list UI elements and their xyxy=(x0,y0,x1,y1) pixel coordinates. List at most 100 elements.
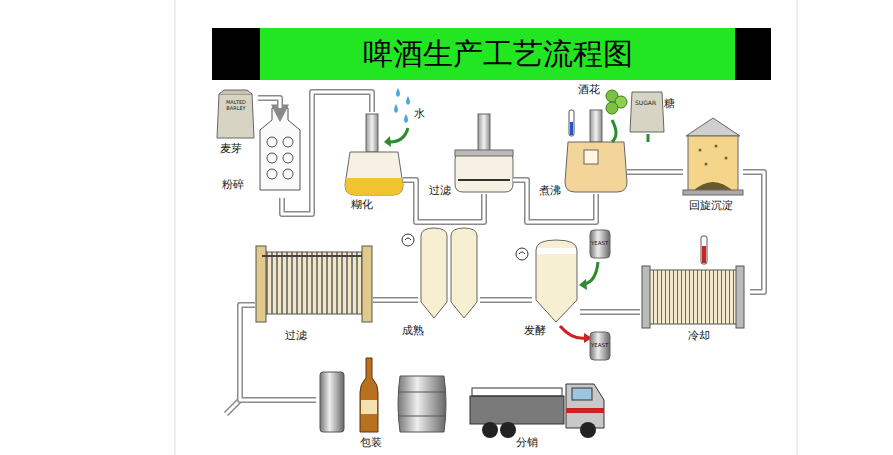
pipe-wall xyxy=(627,169,683,175)
ingredient-label: 水 xyxy=(414,108,425,120)
mill xyxy=(267,137,277,147)
hops xyxy=(606,90,627,114)
frame-line xyxy=(175,0,176,455)
beer-keg xyxy=(398,376,446,432)
pipe-bore xyxy=(403,180,484,222)
brew-kettle xyxy=(590,110,602,142)
water-drops xyxy=(406,96,410,105)
beer-keg xyxy=(398,376,446,432)
malt-sack xyxy=(219,90,252,94)
pipe-bore xyxy=(240,305,316,400)
lauter-tun xyxy=(455,114,513,192)
fermenter xyxy=(516,248,528,260)
pipe-wall xyxy=(403,180,484,222)
lauter-tun xyxy=(478,114,490,152)
pipe-wall xyxy=(373,297,418,303)
malt-sack xyxy=(217,94,254,138)
process-step: 粉碎 xyxy=(256,108,306,198)
process-step: 成熟 xyxy=(418,226,480,336)
yeast-tank xyxy=(590,332,610,360)
whirlpool xyxy=(688,136,738,192)
whirlpool xyxy=(683,118,743,195)
maturation-tanks xyxy=(402,228,477,318)
maturation-tanks xyxy=(421,228,447,318)
yeast-tank xyxy=(560,326,586,338)
mill xyxy=(260,108,300,190)
thermometer xyxy=(701,236,707,264)
brew-kettle xyxy=(584,150,598,164)
thermometer xyxy=(701,236,707,264)
process-step: 过滤 xyxy=(255,245,373,343)
mill xyxy=(283,153,293,163)
pipe-wall xyxy=(282,92,372,214)
mill xyxy=(283,137,293,147)
water-drops xyxy=(384,136,391,147)
step-label: 冷却 xyxy=(688,329,710,342)
filter-press xyxy=(256,246,372,322)
mill xyxy=(283,169,293,179)
process-step: 麦芽 xyxy=(214,88,258,160)
beer-can xyxy=(320,372,344,432)
beer-keg xyxy=(398,416,446,417)
pipe xyxy=(480,300,532,301)
pipe-bore xyxy=(580,311,640,314)
whirlpool xyxy=(725,157,728,160)
filter-press xyxy=(362,246,372,322)
yeast-tank xyxy=(590,230,610,258)
truck xyxy=(566,408,604,413)
thermometer xyxy=(702,246,706,263)
fermenter xyxy=(536,240,577,322)
whirlpool xyxy=(683,190,743,195)
pipe xyxy=(580,312,640,313)
whirlpool xyxy=(715,145,718,148)
filter-press xyxy=(262,252,366,314)
beer-bottle xyxy=(360,358,378,432)
malt-sack xyxy=(217,90,254,138)
water-drops xyxy=(384,88,410,147)
step-label: 过滤 xyxy=(429,184,451,197)
thermometer xyxy=(569,110,574,136)
pipe-bore xyxy=(743,172,764,292)
process-step: 冷却 xyxy=(640,265,750,343)
truck xyxy=(572,388,592,400)
ingredient-label: 糖 xyxy=(664,98,675,110)
fermenter xyxy=(519,252,525,254)
maturation-tanks xyxy=(402,234,414,246)
yeast-tank xyxy=(579,279,587,290)
maturation-tanks xyxy=(451,228,477,318)
yeast-tank xyxy=(579,230,610,290)
title-band xyxy=(212,28,771,80)
process-step: 糊化 xyxy=(345,112,403,214)
brew-kettle xyxy=(565,142,627,192)
beer-bottle xyxy=(361,400,377,414)
process-step: 回旋沉淀 xyxy=(683,115,743,215)
mill xyxy=(260,108,300,190)
pipe-wall xyxy=(480,297,532,303)
yeast-tank xyxy=(560,326,610,360)
process-step: 煮沸 xyxy=(565,108,627,194)
mash-tun xyxy=(345,114,403,195)
step-label: 粉碎 xyxy=(222,178,244,191)
step-label: 糊化 xyxy=(351,198,373,211)
pipe-wall xyxy=(240,305,316,400)
step-label: 煮沸 xyxy=(539,184,561,197)
package-print: YEAST xyxy=(591,342,608,348)
package-print: MALTED BARLEY xyxy=(221,100,251,111)
heat-exchanger xyxy=(642,266,650,328)
beer-keg xyxy=(398,392,446,393)
truck xyxy=(566,384,604,428)
brew-kettle xyxy=(612,120,616,142)
truck xyxy=(580,422,596,438)
whirlpool xyxy=(699,149,702,152)
process-step: 包装 xyxy=(316,356,448,452)
package-print: SUGAR xyxy=(635,100,656,107)
process-step: 分销 xyxy=(466,368,608,452)
step-label: 过滤 xyxy=(285,329,307,342)
step-label: 麦芽 xyxy=(220,142,242,155)
beer-can xyxy=(320,372,344,432)
lauter-tun xyxy=(455,152,513,192)
brew-kettle xyxy=(565,110,627,192)
water-drops xyxy=(396,88,400,97)
process-step: 发酵 xyxy=(532,238,580,336)
title-band xyxy=(260,28,735,80)
